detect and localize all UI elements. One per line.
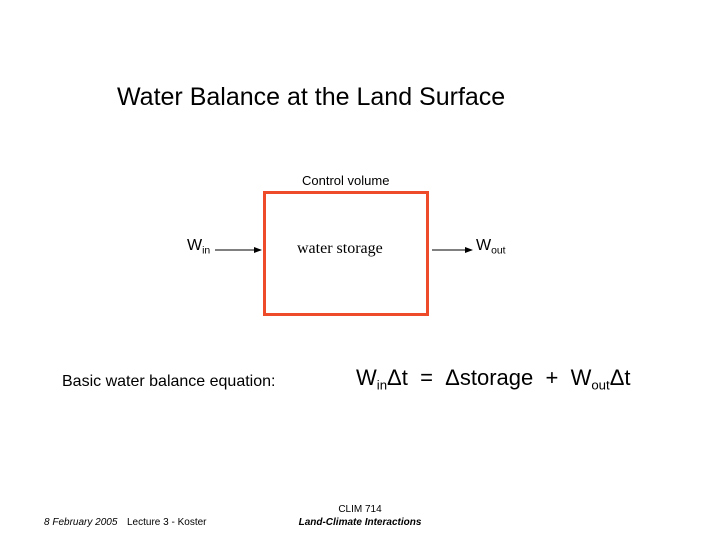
eq-rhs-suffix: Δt (609, 365, 631, 390)
eq-lhs-suffix: Δt (387, 365, 408, 390)
slide-title: Water Balance at the Land Surface (117, 83, 506, 111)
control-volume-box (263, 191, 429, 316)
eq-rhs-symbol: W (570, 365, 592, 390)
outflow-subscript: out (491, 245, 506, 257)
inflow-label: Win (187, 237, 211, 257)
outflow-symbol: W (476, 237, 492, 254)
eq-equals: = (420, 365, 433, 390)
footer-course: CLIM 714 Land-Climate Interactions (285, 503, 435, 529)
eq-rhs-term1: Δstorage (445, 365, 534, 390)
footer-course-name: Land-Climate Interactions (298, 517, 422, 528)
outflow-label: Wout (476, 237, 506, 257)
equation-label: Basic water balance equation: (62, 373, 276, 390)
footer-lecture: Lecture 3 - Koster (127, 517, 207, 528)
footer-date: 8 February 2005 (44, 517, 118, 528)
eq-lhs-symbol: W (356, 365, 377, 390)
water-balance-equation: WinΔt = Δstorage + WoutΔt (356, 365, 631, 393)
control-volume-label: Control volume (302, 173, 390, 188)
footer-course-code: CLIM 714 (338, 504, 382, 515)
inflow-subscript: in (202, 245, 211, 257)
eq-plus: + (545, 365, 559, 390)
eq-lhs-subscript: in (376, 377, 388, 393)
water-storage-label: water storage (297, 240, 383, 257)
inflow-symbol: W (187, 237, 203, 254)
eq-rhs-subscript: out (591, 377, 610, 393)
